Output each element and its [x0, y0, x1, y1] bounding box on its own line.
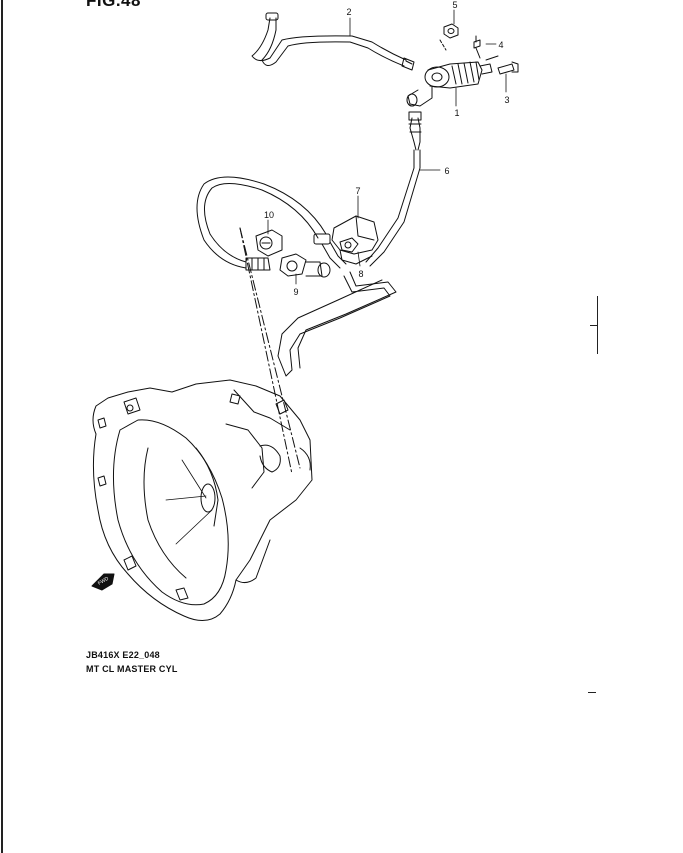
clevis-part-4	[473, 35, 481, 49]
callout-1: 1	[454, 108, 459, 118]
bolt-part-3	[497, 61, 519, 75]
fwd-arrow	[91, 573, 115, 591]
reservoir-hose	[251, 12, 415, 71]
flexible-hose	[196, 176, 347, 271]
callout-4: 4	[498, 40, 503, 50]
page-left-border	[1, 0, 3, 853]
callout-3: 3	[504, 95, 509, 105]
master-cylinder	[406, 47, 499, 107]
union-fitting-part-9	[279, 253, 331, 278]
margin-mark-tick	[590, 325, 598, 326]
figure-header: FIG.48	[86, 0, 141, 10]
clutch-pipe	[365, 111, 422, 267]
fwd-arrow-label: FWD	[97, 576, 110, 587]
margin-mark-dash	[588, 692, 596, 693]
callout-8: 8	[358, 269, 363, 279]
lower-clutch-pipe	[277, 271, 397, 377]
nut-part-5	[439, 23, 459, 51]
callout-10: 10	[264, 210, 274, 220]
callout-7: 7	[355, 186, 360, 196]
guide-lines	[239, 227, 301, 475]
callout-6: 6	[444, 166, 449, 176]
callout-9: 9	[293, 287, 298, 297]
bracket-part-7	[331, 215, 379, 265]
bolt-part-8	[339, 237, 359, 253]
bleeder-plug-part-10	[255, 229, 283, 257]
leader-lines	[267, 9, 507, 285]
callout-2: 2	[346, 7, 351, 17]
drawing-code: JB416X E22_048	[86, 650, 160, 660]
drawing-title: MT CL MASTER CYL	[86, 664, 178, 674]
callout-5: 5	[452, 0, 457, 10]
transmission-housing	[92, 379, 313, 621]
